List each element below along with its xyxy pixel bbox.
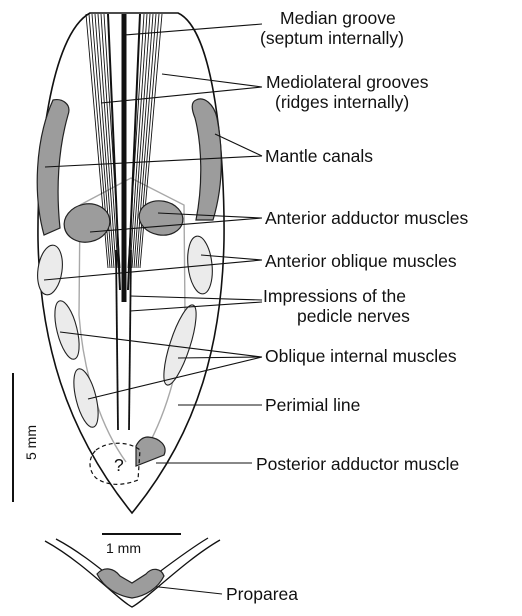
unknown-muscle-mark: ? [114, 455, 124, 475]
label-mediolateral-grooves: Mediolateral grooves [266, 72, 429, 92]
label-mediolateral-sub: (ridges internally) [275, 92, 409, 112]
label-posterior-adductor: Posterior adductor muscle [256, 454, 459, 474]
label-mantle-canals: Mantle canals [265, 146, 373, 166]
label-pedicle-nerves: Impressions of the [263, 286, 406, 306]
scale-bar-5mm: 5 mm [13, 373, 39, 502]
label-oblique-internal: Oblique internal muscles [265, 346, 457, 366]
scale-label-5mm: 5 mm [23, 425, 39, 460]
label-anterior-adductor: Anterior adductor muscles [265, 208, 469, 228]
proparea-inset: 1 mm [45, 534, 220, 607]
scale-label-1mm: 1 mm [106, 540, 141, 556]
label-pedicle-nerves-sub: pedicle nerves [297, 306, 410, 326]
label-anterior-oblique: Anterior oblique muscles [265, 251, 457, 271]
label-proparea: Proparea [226, 584, 298, 604]
proparea-shape [97, 569, 164, 598]
label-median-groove: Median groove [280, 8, 396, 28]
label-median-groove-sub: (septum internally) [260, 28, 404, 48]
label-perimial-line: Perimial line [265, 395, 360, 415]
